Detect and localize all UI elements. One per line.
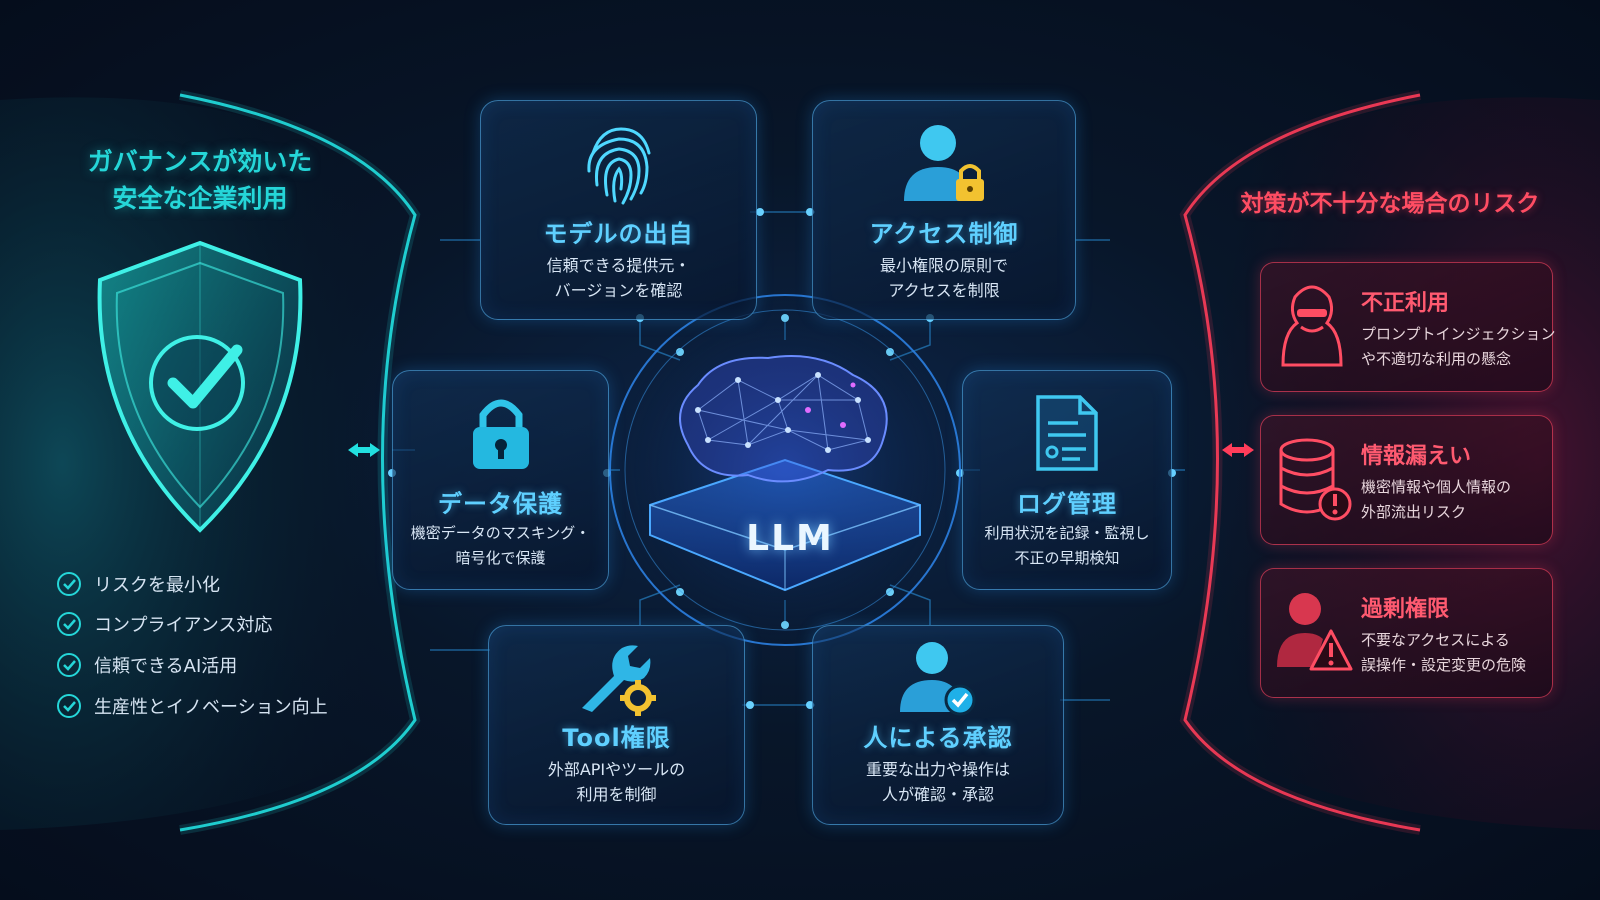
card-data-protection: データ保護 機密データのマスキング・ 暗号化で保護 [392, 370, 609, 590]
risk-title: 過剰権限 [1361, 597, 1450, 622]
card-desc-line1: 外部APIやツールの [547, 760, 686, 779]
card-title: アクセス制御 [869, 220, 1019, 248]
user-check-icon [900, 642, 976, 716]
left-title-line1: ガバナンスが効いた [87, 147, 313, 176]
checklist-item: コンプライアンス対応 [56, 610, 272, 638]
card-title: データ保護 [438, 490, 563, 518]
right-panel-title: 対策が不十分な場合のリスク [1240, 191, 1540, 217]
check-circle-icon [57, 572, 81, 596]
risk-desc-line2: や不適切な利用の懸念 [1361, 350, 1512, 368]
card-desc-line2: バージョンを確認 [554, 281, 683, 300]
checklist-text: コンプライアンス対応 [94, 615, 273, 636]
checklist-item: リスクを最小化 [56, 570, 220, 598]
card-desc-line1: 重要な出力や操作は [865, 760, 1010, 779]
wrench-gear-icon [581, 645, 656, 716]
database-alert-icon [1279, 438, 1352, 521]
risk-card-misuse: 不正利用 プロンプトインジェクション や不適切な利用の懸念 [1260, 262, 1556, 392]
risk-desc-line1: 不要なアクセスによる [1361, 631, 1510, 649]
checklist-item: 生産性とイノベーション向上 [56, 692, 328, 720]
card-desc-line2: 人が確認・承認 [881, 785, 994, 804]
card-tool-permission: Tool権限 外部APIやツールの 利用を制御 [488, 625, 745, 825]
card-log-management: ログ管理 利用状況を記録・監視し 不正の早期検知 [962, 370, 1172, 590]
card-desc-line1: 最小権限の原則で [879, 256, 1008, 275]
card-desc-line1: 信頼できる提供元・ [546, 256, 691, 275]
checklist-text: リスクを最小化 [94, 575, 220, 596]
user-lock-icon [904, 125, 984, 201]
card-desc-line2: アクセスを制限 [888, 281, 1000, 300]
fingerprint-icon [586, 127, 650, 205]
risk-card-leak: 情報漏えい 機密情報や個人情報の 外部流出リスク [1260, 415, 1553, 545]
card-desc-line1: 利用状況を記録・監視し [984, 524, 1150, 542]
left-panel-title: ガバナンスが効いた 安全な企業利用 [30, 143, 370, 217]
card-desc-line1: 機密データのマスキング・ [410, 524, 591, 542]
risk-title: 不正利用 [1361, 291, 1450, 316]
card-title: Tool権限 [562, 724, 671, 752]
risk-title: 情報漏えい [1361, 444, 1472, 469]
card-model-origin: モデルの出自 信頼できる提供元・ バージョンを確認 [480, 100, 757, 320]
user-warning-icon [1277, 593, 1353, 671]
check-circle-icon [57, 653, 81, 677]
brain-network-icon [679, 355, 888, 483]
checklist-item: 信頼できるAI活用 [56, 651, 237, 679]
check-circle-icon [57, 694, 81, 718]
card-title: モデルの出自 [543, 220, 694, 248]
risk-desc-line2: 誤操作・設定変更の危険 [1361, 656, 1527, 674]
padlock-icon [472, 399, 529, 469]
card-title: 人による承認 [863, 724, 1013, 752]
card-title: ログ管理 [1017, 490, 1117, 518]
risk-desc-line1: プロンプトインジェクション [1361, 325, 1556, 343]
left-title-line2: 安全な企業利用 [112, 184, 288, 213]
checklist-text: 生産性とイノベーション向上 [94, 697, 328, 718]
risk-desc-line2: 外部流出リスク [1361, 503, 1467, 521]
card-desc-line2: 不正の早期検知 [1014, 549, 1120, 567]
risk-desc-line1: 機密情報や個人情報の [1361, 478, 1512, 496]
hacker-icon [1281, 285, 1343, 367]
document-icon [1036, 395, 1098, 471]
checklist-text: 信頼できるAI活用 [94, 656, 238, 677]
card-human-approval: 人による承認 重要な出力や操作は 人が確認・承認 [812, 625, 1064, 825]
shield-check-icon [97, 240, 303, 533]
card-access-control: アクセス制御 最小権限の原則で アクセスを制限 [812, 100, 1076, 320]
card-desc-line2: 利用を制御 [576, 785, 657, 804]
card-desc-line2: 暗号化で保護 [455, 549, 546, 567]
llm-label: LLM [746, 518, 834, 559]
check-circle-icon [57, 612, 81, 636]
risk-card-excess-privilege: 過剰権限 不要なアクセスによる 誤操作・設定変更の危険 [1260, 568, 1553, 698]
